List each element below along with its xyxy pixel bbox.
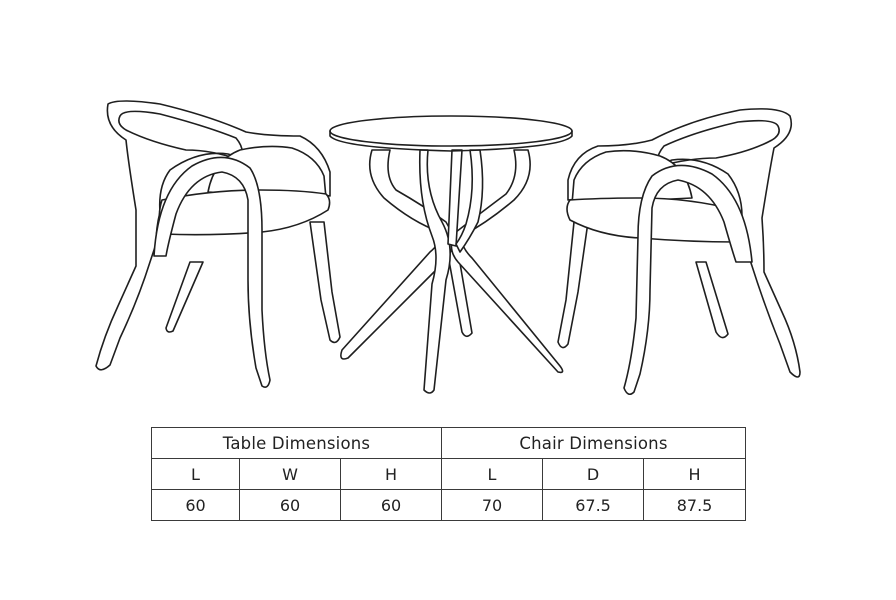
table-leg-back-right bbox=[445, 239, 473, 338]
furniture-set-illustration bbox=[95, 100, 801, 396]
table-width-label: W bbox=[239, 458, 341, 490]
dimensions-column-header-row: L W H L D H bbox=[151, 458, 747, 490]
round-table bbox=[329, 115, 573, 394]
chair-depth-label: D bbox=[542, 458, 645, 490]
chair-length-value: 70 bbox=[441, 489, 544, 521]
right-chair-back-leg-inner bbox=[695, 261, 729, 339]
left-chair-front-arm bbox=[153, 156, 271, 388]
right-chair-back-leg-outer bbox=[557, 221, 589, 349]
dimensions-group-header-row: Table Dimensions Chair Dimensions bbox=[150, 427, 747, 459]
table-length-label: L bbox=[151, 458, 240, 490]
table-height-label: H bbox=[339, 458, 443, 490]
table-length-value: 60 bbox=[151, 489, 240, 521]
left-chair-backrest bbox=[95, 100, 331, 371]
left-chair-back-leg-inner bbox=[165, 261, 204, 333]
table-leg-right bbox=[450, 149, 564, 374]
table-leg-left bbox=[340, 149, 454, 360]
right-chair-backrest bbox=[567, 108, 801, 378]
chair-dimensions-header: Chair Dimensions bbox=[441, 427, 747, 459]
chair-length-label: L bbox=[441, 458, 544, 490]
left-chair-back-leg-outer bbox=[309, 221, 341, 344]
dimensions-table: Table Dimensions Chair Dimensions L W H … bbox=[150, 427, 747, 521]
left-chair bbox=[95, 100, 341, 388]
chair-depth-value: 67.5 bbox=[542, 489, 645, 521]
chair-height-label: H bbox=[643, 458, 747, 490]
table-width-value: 60 bbox=[239, 489, 341, 521]
chair-height-value: 87.5 bbox=[643, 489, 747, 521]
table-top-edge bbox=[329, 130, 573, 152]
table-top bbox=[329, 115, 573, 147]
right-chair bbox=[557, 108, 801, 396]
table-leg-front bbox=[418, 149, 451, 394]
right-chair-front-arm bbox=[623, 164, 753, 396]
dimensions-value-row: 60 60 60 70 67.5 87.5 bbox=[151, 489, 747, 521]
table-dimensions-header: Table Dimensions bbox=[150, 427, 443, 459]
table-leg-center-right bbox=[455, 149, 484, 253]
table-height-value: 60 bbox=[339, 489, 443, 521]
